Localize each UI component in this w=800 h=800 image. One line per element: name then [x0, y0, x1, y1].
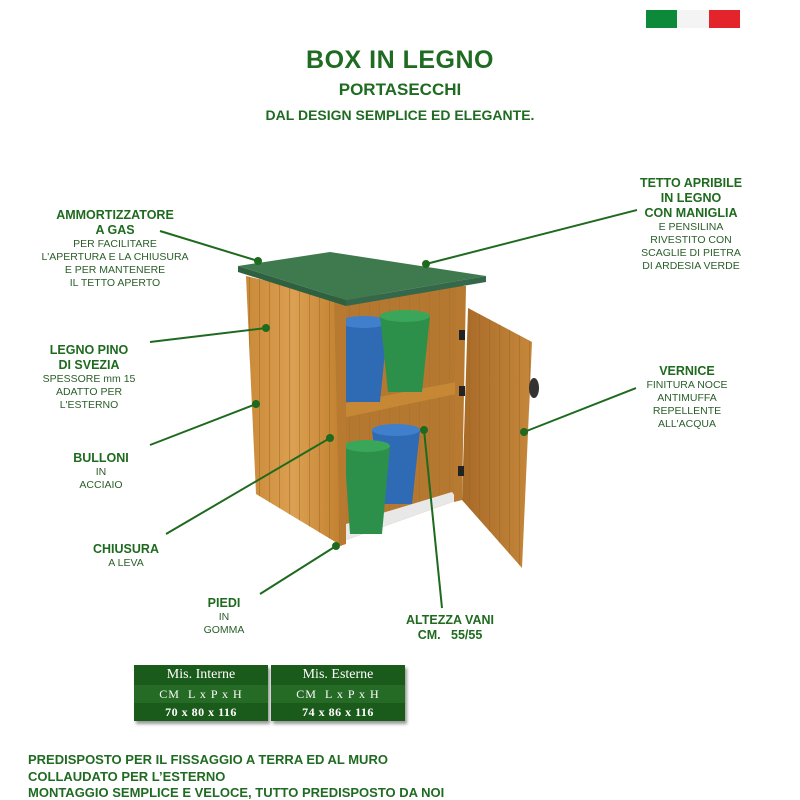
front-frame: [334, 296, 346, 546]
shelf: [342, 382, 456, 418]
table-header: Mis. Esterne: [271, 665, 405, 685]
page-title: BOX IN LEGNO: [306, 46, 494, 74]
callout-roof: TETTO APRIBILE IN LEGNO CON MANIGLIA E P…: [639, 176, 743, 272]
table-header: Mis. Interne: [134, 665, 268, 685]
table-units: CM L x P x H: [134, 685, 268, 703]
bucket-green-upper: [380, 310, 430, 392]
table-units: CM L x P x H: [271, 685, 405, 703]
callout-paint: VERNICE FINITURA NOCE ANTIMUFFA REPELLEN…: [646, 364, 728, 430]
table-value: 70 x 80 x 116: [134, 703, 268, 721]
door-handle-icon: [529, 378, 539, 398]
page-tagline: DAL DESIGN SEMPLICE ED ELEGANTE.: [265, 107, 535, 123]
callout-compartment-height: ALTEZZA VANI CM. 55/55: [406, 613, 494, 642]
flag-green: [646, 10, 678, 28]
callout-wood: LEGNO PINO DI SVEZIA SPESSORE mm 15 ADAT…: [42, 343, 136, 411]
page-subtitle: PORTASECCHI: [338, 80, 462, 99]
side-panel: [246, 276, 342, 546]
callout-lock: CHIUSURA A LEVA: [93, 542, 159, 569]
roof: [238, 252, 486, 306]
table-value: 74 x 86 x 116: [271, 703, 405, 721]
leader-lines: [149, 209, 638, 609]
footer-line-2: COLLAUDATO PER L’ESTERNO: [28, 769, 226, 784]
callout-bolts: BULLONI IN ACCIAIO: [73, 451, 129, 491]
italian-flag-icon: [646, 10, 740, 28]
callout-feet: PIEDI IN GOMMA: [203, 596, 245, 636]
bucket-blue-upper: [340, 316, 388, 402]
flag-red: [708, 10, 740, 28]
flag-white: [677, 10, 709, 28]
footer-line-1: PREDISPOSTO PER IL FISSAGGIO A TERRA ED …: [28, 752, 388, 767]
bucket-green-lower: [344, 440, 390, 534]
external-measurements-table: Mis. Esterne CM L x P x H 74 x 86 x 116: [271, 665, 405, 721]
door-panel: [462, 308, 539, 568]
callout-gas-damper: AMMORTIZZATORE A GAS PER FACILITARE L'AP…: [41, 208, 189, 289]
footer-line-3: MONTAGGIO SEMPLICE E VELOCE, TUTTO PREDI…: [28, 785, 445, 800]
internal-measurements-table: Mis. Interne CM L x P x H 70 x 80 x 116: [134, 665, 268, 721]
